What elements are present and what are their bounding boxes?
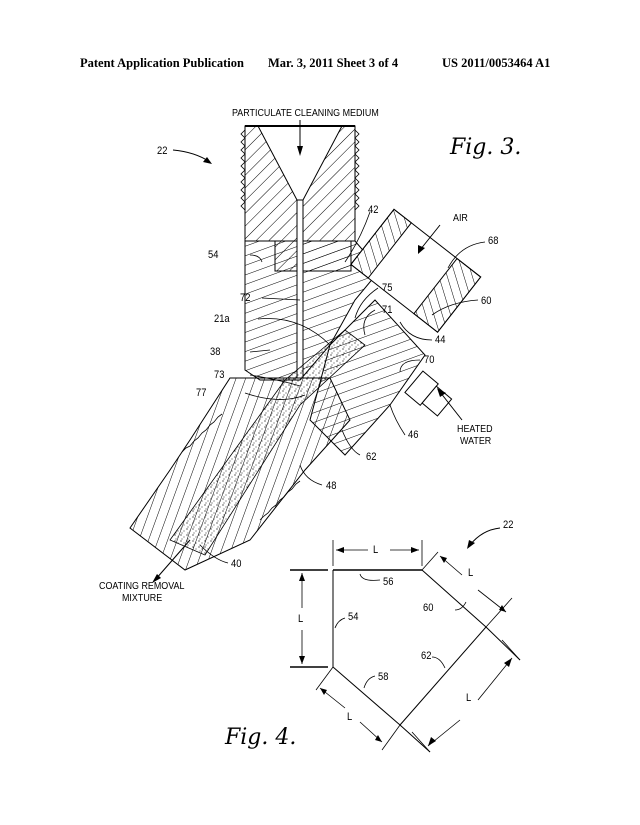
outlet-tube [129,329,366,583]
ref-60: 60 [481,295,492,307]
date-sheet: Mar. 3, 2011 Sheet 3 of 4 [268,56,399,70]
dim-top: L [373,544,379,556]
dim-upper-right: L [468,567,474,579]
ref-75: 75 [382,282,393,294]
leader-40 [199,544,229,564]
ref-72: 72 [240,292,251,304]
ref-71: 71 [382,304,393,316]
output-label-2: MIXTURE [122,592,163,604]
leader-68 [447,241,486,269]
inlet-fitting [240,120,360,242]
dim-left: L [298,613,304,625]
ref-38: 38 [210,346,221,358]
leader-73 [249,374,301,387]
ref-73: 73 [214,369,225,381]
ref-44: 44 [435,334,446,346]
dim-lower-left: L [347,711,353,723]
air-fitting [350,208,482,333]
mixing-body [244,199,381,381]
heated-label-2: WATER [460,435,492,447]
fig3-title: Fig. 3. [450,135,522,160]
leader-60 [431,299,479,316]
leader-42 [344,211,371,263]
fig4-drawing [290,527,521,753]
fig4-ref-22: 22 [503,519,514,531]
fig4-ref-62: 62 [421,650,432,662]
ref-40: 40 [231,558,242,570]
air-label: AIR [453,212,468,224]
fig3-drawing [129,120,486,583]
dim-lower-right: L [466,692,472,704]
ref-70: 70 [424,354,435,366]
leader-48 [299,464,323,486]
fig4-ref-54: 54 [348,611,359,623]
leader-54 [249,254,263,263]
ref-46: 46 [408,429,419,441]
ref-22: 22 [157,145,168,157]
ref-68: 68 [488,235,499,247]
leader-44 [399,321,433,341]
leader-62 [341,429,361,456]
leader-70 [399,359,421,373]
ref-54: 54 [208,249,219,261]
heated-label-1: HEATED [457,423,493,435]
ref-21a: 21a [214,313,230,325]
fig4-ref-60: 60 [423,602,434,614]
ref-62: 62 [366,451,377,463]
ref-48: 48 [326,480,337,492]
heated-water-fitting [404,370,453,417]
fig4-ref-56: 56 [383,576,394,588]
leader-38 [249,349,271,353]
leader-75 [354,287,379,319]
leader-46 [389,404,406,436]
leader-77 [244,392,306,400]
leader-71 [363,309,376,336]
fig4-title: Fig. 4. [225,725,297,750]
input-label: PARTICULATE CLEANING MEDIUM [232,107,379,119]
output-label-1: COATING REMOVAL [99,580,185,592]
leader-72 [261,297,301,301]
ref-42: 42 [368,204,379,216]
patent-number: US 2011/0053464 A1 [442,56,551,70]
fig4-ref-58: 58 [378,671,389,683]
ref-77: 77 [196,387,207,399]
leader-21a [257,318,331,346]
publication-title: Patent Application Publication [80,56,244,70]
